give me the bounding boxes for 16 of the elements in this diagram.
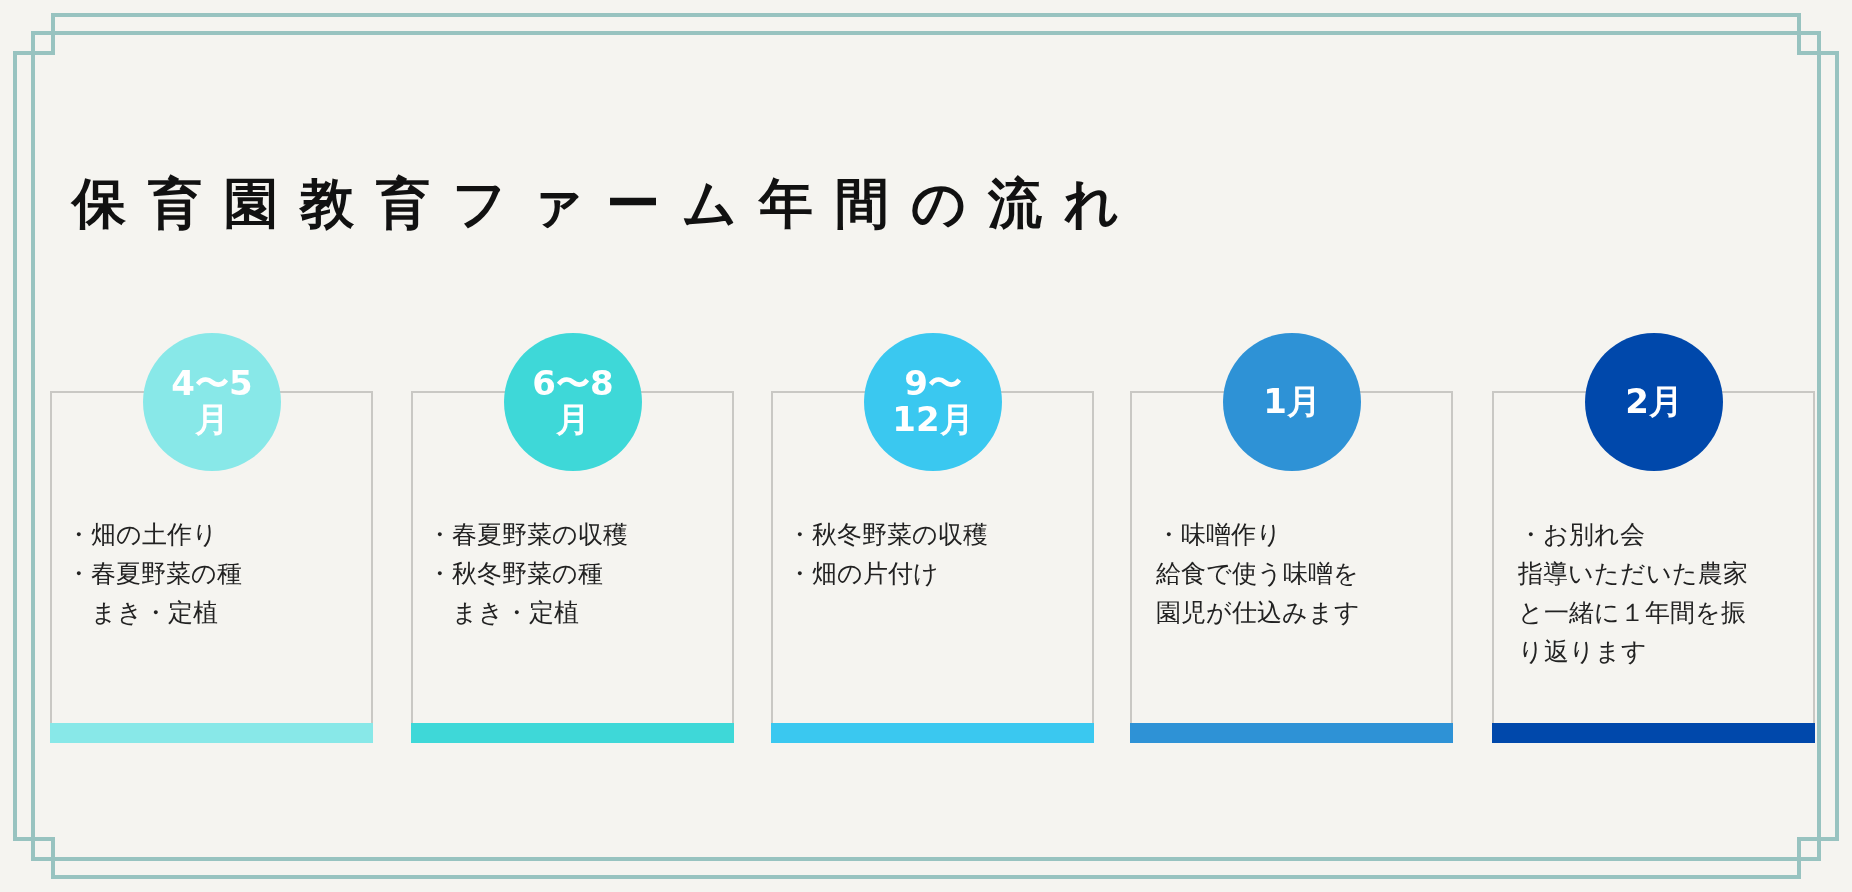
month-label: 6〜8月 [532, 366, 614, 438]
activity-text: ・春夏野菜の種まき・定植 [66, 558, 243, 629]
activity-text: ・お別れ会 [1518, 519, 1646, 551]
activity-text: ・畑の片付け [787, 558, 940, 590]
activity-text: ・畑の土作り [66, 519, 219, 551]
activity-text: 指導いただいた農家と一緒に１年間を振り返ります [1518, 558, 1748, 668]
activity-text: 給食で使う味噌を園児が仕込みます [1156, 558, 1361, 629]
activity-text: ・味噌作り [1156, 519, 1283, 551]
month-label: 9〜12月 [891, 366, 975, 438]
month-label: 2月 [1624, 384, 1684, 420]
month-label: 1月 [1262, 384, 1322, 420]
month-label: 4〜5月 [171, 366, 253, 438]
activity-text: ・春夏野菜の収穫 [427, 519, 629, 551]
activity-text: ・秋冬野菜の種まき・定植 [427, 558, 604, 629]
title: 保育園教育ファーム年間の流れ [72, 170, 1141, 237]
activity-text: ・秋冬野菜の収穫 [787, 519, 989, 551]
